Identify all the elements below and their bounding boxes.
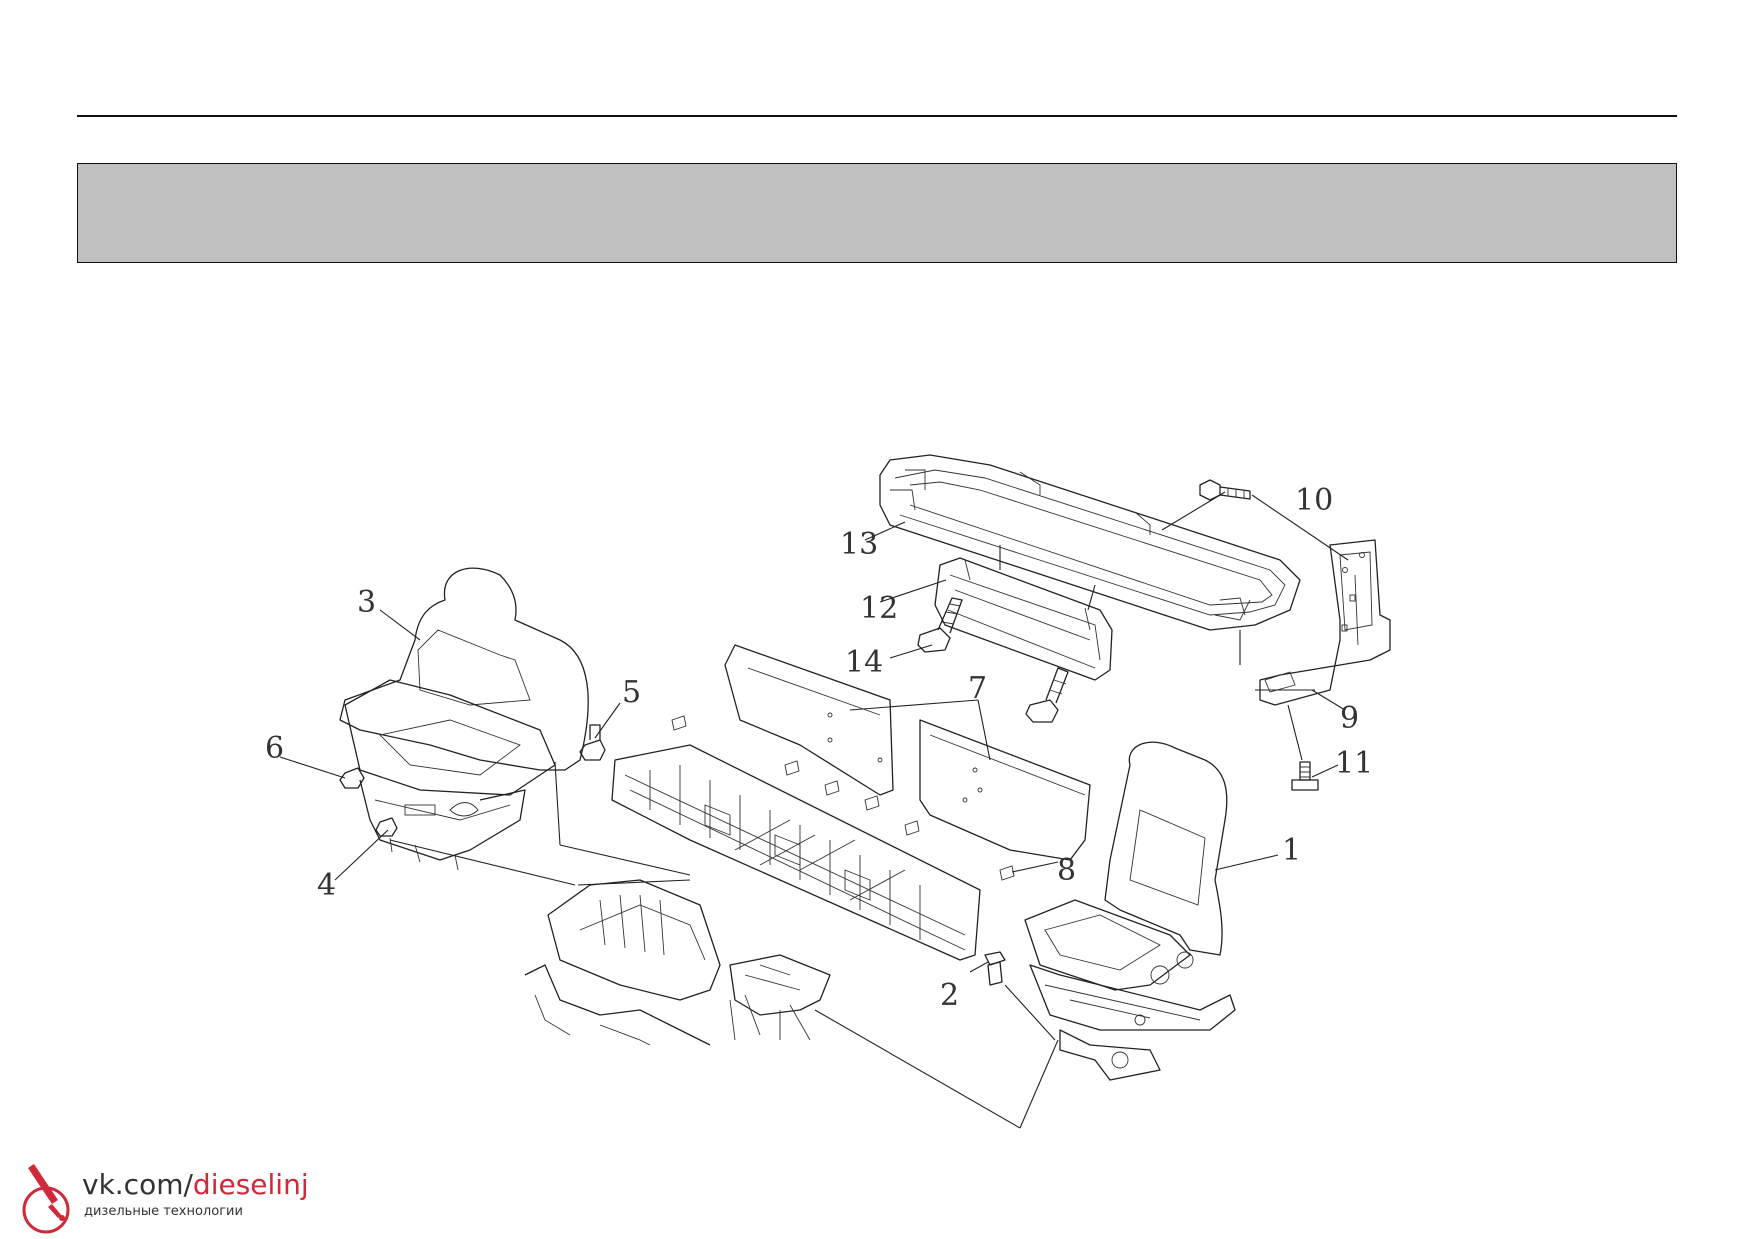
- rear-panels: [724, 644, 1091, 861]
- callout-12: 12: [860, 591, 898, 626]
- bolt-2: [984, 951, 1006, 986]
- passenger-seat: [339, 567, 589, 871]
- watermark-url[interactable]: vk.com/dieselinj: [82, 1168, 309, 1201]
- callout-9: 9: [1340, 701, 1359, 736]
- watermark-url-prefix: vk.com/: [82, 1168, 193, 1201]
- callout-14: 14: [845, 645, 883, 680]
- callout-1: 1: [1282, 833, 1301, 868]
- callout-8: 8: [1057, 853, 1076, 888]
- top-frame-tray: [879, 454, 1301, 631]
- watermark-url-accent: dieselinj: [192, 1168, 309, 1201]
- title-band: [77, 163, 1677, 263]
- bolt-12-lower: [1025, 667, 1069, 723]
- callout-7: 7: [968, 671, 987, 706]
- injector-logo-icon: [22, 1164, 70, 1234]
- bolt-6: [339, 767, 365, 789]
- bolt-14: [917, 597, 963, 653]
- bolt-5: [579, 724, 606, 761]
- leader-lines: [279, 491, 1349, 1129]
- callout-3: 3: [357, 585, 376, 620]
- callout-4: 4: [317, 868, 336, 903]
- vertical-bracket: [1259, 539, 1391, 706]
- bolt-11: [1291, 761, 1319, 791]
- driver-seat: [1024, 741, 1236, 1081]
- callout-2: 2: [940, 978, 959, 1013]
- watermark: vk.com/dieselinj дизельные технологии: [18, 1160, 318, 1235]
- callout-10: 10: [1295, 483, 1333, 518]
- callout-5: 5: [622, 675, 641, 710]
- callout-11: 11: [1335, 746, 1373, 781]
- callout-labels: 1 2 3 4 5 6 7 8 9 10 11 12 13 14: [265, 483, 1373, 1013]
- rear-wall-frame: [611, 744, 981, 961]
- callout-6: 6: [265, 731, 284, 766]
- bolt-10: [1199, 479, 1251, 501]
- cab-floor: [524, 879, 831, 1046]
- top-rule: [77, 115, 1677, 117]
- small-fasteners: [671, 715, 1015, 881]
- bolt-4: [375, 817, 398, 837]
- watermark-subtitle: дизельные технологии: [84, 1204, 243, 1219]
- small-holder: [934, 557, 1113, 681]
- callout-13: 13: [840, 527, 878, 562]
